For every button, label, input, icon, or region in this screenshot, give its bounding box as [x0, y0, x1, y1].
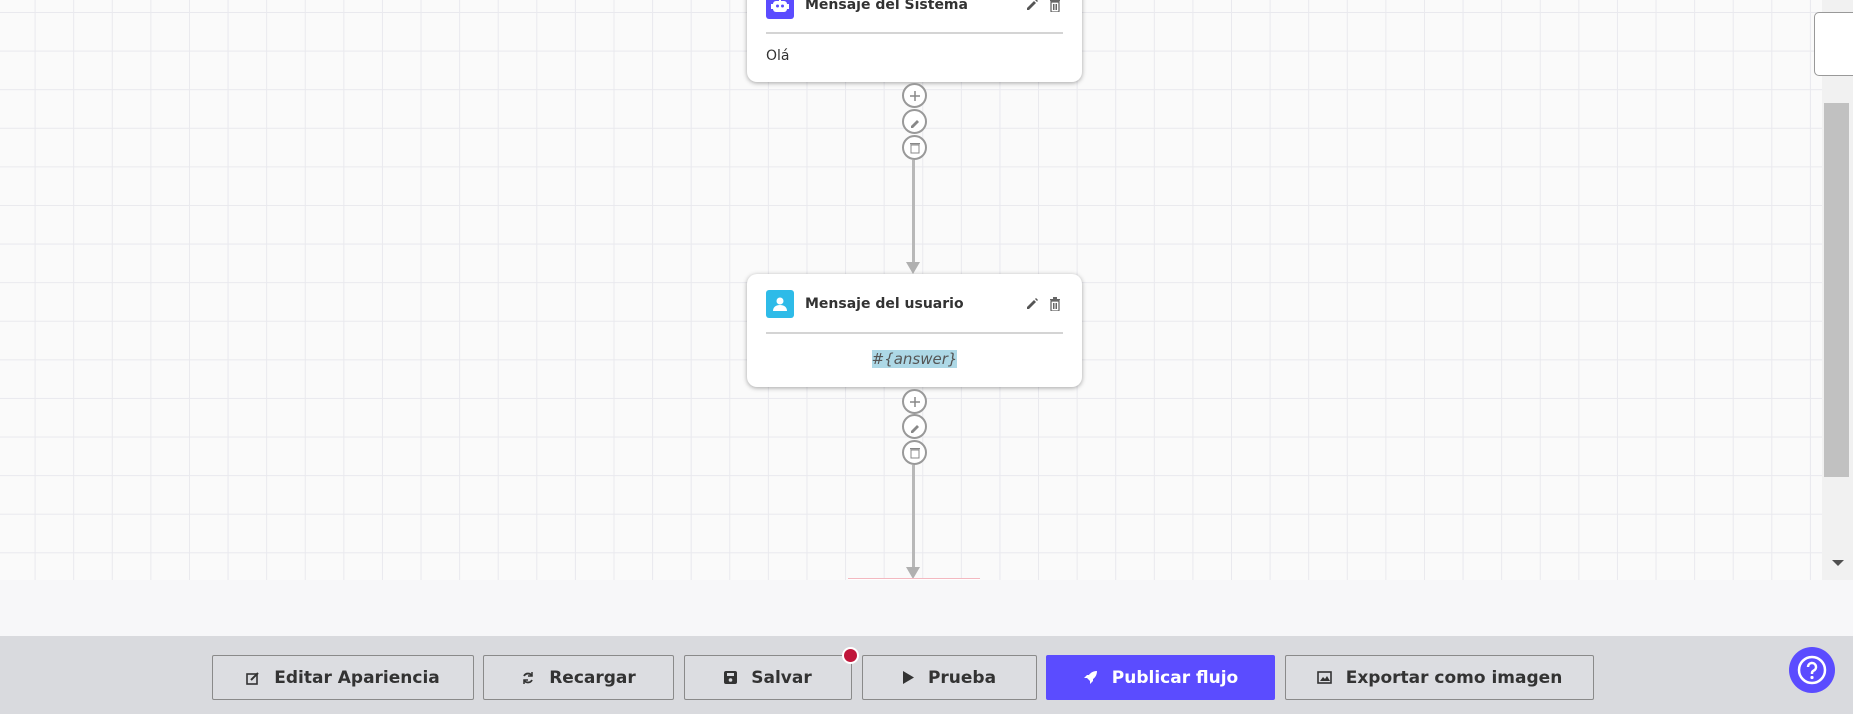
delete-node-icon[interactable]	[1047, 296, 1063, 312]
node-title: Mensaje del Sistema	[805, 0, 968, 13]
scroll-down-arrow[interactable]	[1832, 560, 1844, 566]
unsaved-changes-dot	[842, 647, 859, 664]
flow-canvas[interactable]: Mensaje del Sistema Olá Mensaje del usua…	[0, 0, 1822, 580]
bottom-toolbar: Editar Apariencia Recargar Salvar Prueba…	[0, 636, 1853, 714]
node-system-message[interactable]: Mensaje del Sistema Olá	[747, 0, 1082, 82]
export-image-button[interactable]: Exportar como imagen	[1285, 655, 1594, 700]
save-label: Salvar	[751, 667, 812, 688]
publish-flow-button[interactable]: Publicar flujo	[1046, 655, 1275, 700]
save-icon	[724, 671, 738, 684]
connector-line	[912, 465, 915, 569]
image-icon	[1316, 671, 1332, 684]
edit-node-icon[interactable]	[1024, 0, 1040, 13]
rocket-icon	[1083, 671, 1097, 684]
vertical-scrollbar[interactable]	[1822, 0, 1853, 580]
node-content: Olá	[766, 48, 790, 64]
edit-icon	[246, 671, 259, 685]
add-node-button[interactable]	[902, 389, 927, 414]
test-button[interactable]: Prueba	[862, 655, 1037, 700]
node-title: Mensaje del usuario	[805, 296, 964, 312]
save-button[interactable]: Salvar	[684, 655, 852, 700]
connector-arrow	[906, 567, 920, 579]
add-node-button[interactable]	[902, 83, 927, 108]
delete-node-icon[interactable]	[1047, 0, 1063, 13]
edit-connection-button[interactable]	[902, 414, 927, 439]
connector-arrow	[906, 262, 920, 274]
reload-button[interactable]: Recargar	[483, 655, 674, 700]
help-button[interactable]	[1789, 647, 1835, 693]
help-icon	[1797, 655, 1827, 685]
delete-connection-button[interactable]	[902, 135, 927, 160]
minimap-panel[interactable]	[1814, 12, 1853, 76]
export-label: Exportar como imagen	[1345, 667, 1563, 688]
play-icon	[902, 671, 914, 684]
test-label: Prueba	[927, 667, 997, 688]
edit-node-icon[interactable]	[1024, 296, 1040, 312]
delete-connection-button[interactable]	[902, 440, 927, 465]
user-icon	[766, 290, 794, 318]
edit-appearance-label: Editar Apariencia	[274, 667, 440, 688]
node-user-message[interactable]: Mensaje del usuario #{answer}	[747, 274, 1082, 387]
robot-icon	[766, 0, 794, 19]
edit-appearance-button[interactable]: Editar Apariencia	[212, 655, 474, 700]
publish-label: Publicar flujo	[1111, 667, 1239, 688]
edit-connection-button[interactable]	[902, 109, 927, 134]
reload-label: Recargar	[549, 667, 636, 688]
next-node-edge	[848, 578, 980, 580]
scrollbar-thumb[interactable]	[1824, 103, 1849, 477]
node-content-variable: #{answer}	[871, 350, 958, 368]
connector-line	[912, 160, 915, 264]
refresh-icon	[523, 671, 534, 684]
